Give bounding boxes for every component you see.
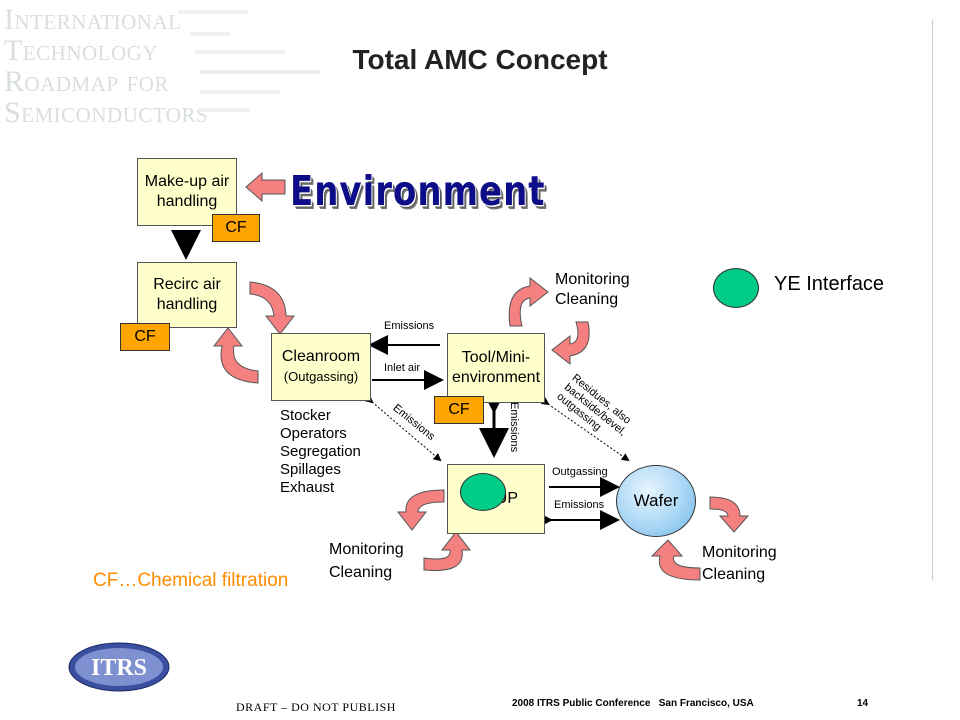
itrs-logo-text: ITRS: [91, 655, 147, 681]
recirc-air-label: Recirc air handling: [153, 276, 221, 313]
cleaning-label-right: Cleaning: [702, 566, 766, 583]
draft-notice: DRAFT – DO NOT PUBLISH: [236, 700, 396, 714]
cleaning-label-left: Cleaning: [329, 564, 393, 581]
ye-interface-legend-label: YE Interface: [774, 273, 885, 295]
emissions-vertical-label: Emissions: [508, 402, 520, 453]
monitoring-label-left: Monitoring: [329, 541, 404, 558]
cleanroom-label: Cleanroom: [281, 348, 361, 365]
itrs-logo: ITRS: [68, 642, 170, 692]
conference-name: 2008 ITRS Public Conference: [512, 698, 651, 709]
wafer-emissions-flow-label: Emissions: [554, 499, 605, 511]
cf-legend-note: CF…Chemical filtration: [93, 570, 289, 591]
makeup-air-label: Make-up air handling: [144, 173, 230, 210]
cf-badge-tool: CF: [434, 396, 484, 424]
conference-footer: 2008 ITRS Public Conference San Francisc…: [512, 698, 754, 709]
cleanroom-source-item: Spillages: [280, 461, 341, 478]
cleanroom-source-item: Segregation: [280, 443, 361, 460]
cleanroom-box: Cleanroom (Outgassing): [271, 333, 371, 401]
page-number: 14: [857, 698, 869, 709]
conference-location: San Francisco, USA: [658, 698, 754, 709]
ye-interface-marker: [460, 473, 506, 511]
environment-arrow: [245, 171, 286, 203]
tool-mini-environment-box: Tool/Mini-environment: [447, 333, 545, 403]
curved-arrows: [212, 276, 750, 581]
recirc-air-box: Recirc air handling: [137, 262, 237, 328]
emissions-diagonal: [364, 395, 442, 462]
cf-badge-makeup: CF: [212, 214, 260, 242]
cleanroom-source-item: Stocker: [280, 407, 331, 424]
slide-title: Total AMC Concept: [352, 44, 608, 75]
emissions-flow-label: Emissions: [384, 320, 435, 332]
wafer-label: Wafer: [633, 491, 679, 510]
outgassing-flow-label: Outgassing: [552, 466, 608, 478]
cleanroom-source-item: Operators: [280, 425, 347, 442]
wafer-circle: Wafer: [616, 465, 696, 537]
inlet-air-flow-label: Inlet air: [384, 362, 421, 374]
cleanroom-source-item: Exhaust: [280, 479, 335, 496]
cleanroom-sublabel: (Outgassing): [283, 369, 359, 384]
cleaning-label-top: Cleaning: [555, 291, 619, 308]
cf-badge-recirc: CF: [120, 323, 170, 351]
residues-diagonal: [540, 397, 630, 462]
ye-interface-legend-marker: [713, 268, 759, 308]
monitoring-label-top: Monitoring: [555, 271, 630, 288]
right-divider: [932, 20, 933, 580]
monitoring-label-right: Monitoring: [702, 544, 777, 561]
environment-label: Environment: [290, 168, 546, 216]
tool-label: Tool/Mini-environment: [451, 349, 541, 386]
